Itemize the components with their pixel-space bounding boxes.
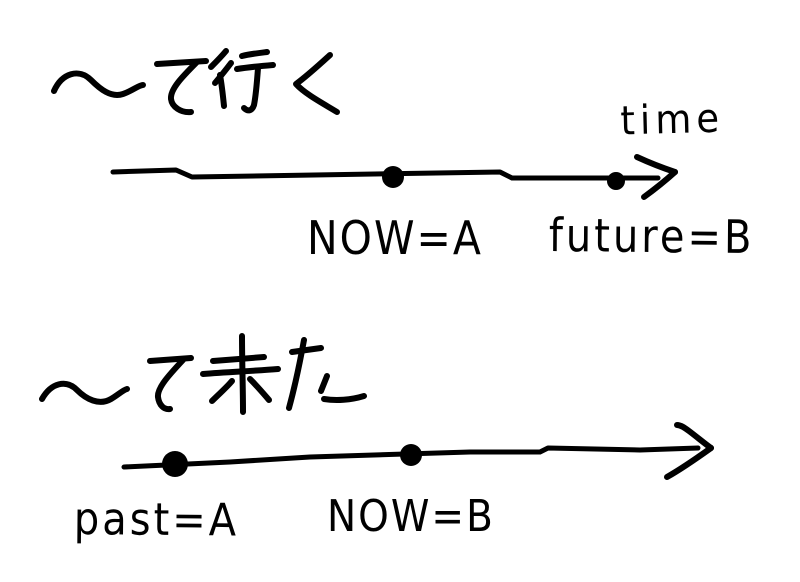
ku-stroke xyxy=(293,52,340,115)
timeline-2-label-past-a: past=A xyxy=(73,493,240,547)
time-axis-label: time xyxy=(619,94,725,145)
timeline-1-arrowhead-lower xyxy=(641,169,678,200)
gyou-top-bar xyxy=(239,49,270,59)
kuru-top-bar xyxy=(210,354,267,364)
te-curve-stroke-2 xyxy=(155,357,186,413)
timeline-2-point-past xyxy=(162,451,188,477)
timeline-2-label-now-b: NOW=B xyxy=(327,491,495,543)
gyou-radical-stroke-1 xyxy=(208,48,229,70)
heading-te-kita-strokes xyxy=(39,333,367,415)
heading-te-kita-text: 〜て来た xyxy=(38,338,368,420)
timeline-2 xyxy=(121,422,714,480)
tilde-stroke xyxy=(51,70,146,98)
te-curve-stroke xyxy=(168,59,200,116)
heading-te-iku-strokes xyxy=(51,48,340,116)
timeline-2-arrowhead-upper xyxy=(674,422,714,451)
ta-right-stroke xyxy=(318,373,330,394)
ta-bottom-stroke xyxy=(321,393,367,403)
heading-te-iku-text: 〜て行く xyxy=(50,48,350,123)
timeline-1 xyxy=(110,154,678,200)
timeline-2-arrowhead-lower xyxy=(664,445,714,480)
ta-falling-stroke xyxy=(286,337,307,411)
timeline-1-label-now-a: NOW=A xyxy=(307,211,483,266)
kuru-right-diagonal xyxy=(247,376,272,403)
timeline-2-line xyxy=(121,445,701,470)
tilde-stroke-2 xyxy=(39,380,130,405)
timeline-1-point-future xyxy=(607,172,625,190)
timeline-1-label-future-b: future=B xyxy=(548,209,755,265)
kuru-left-diagonal xyxy=(209,378,235,404)
timeline-1-arrowhead-upper xyxy=(634,154,678,175)
gyou-second-bar xyxy=(234,62,276,72)
timeline-1-point-now xyxy=(382,166,404,188)
gyou-radical-vertical xyxy=(217,72,227,109)
timeline-1-line xyxy=(110,167,661,181)
ta-bar xyxy=(289,345,324,355)
timeline-2-point-now xyxy=(400,444,422,466)
kuru-vertical xyxy=(239,333,246,415)
gyou-vertical-hook xyxy=(241,65,261,114)
